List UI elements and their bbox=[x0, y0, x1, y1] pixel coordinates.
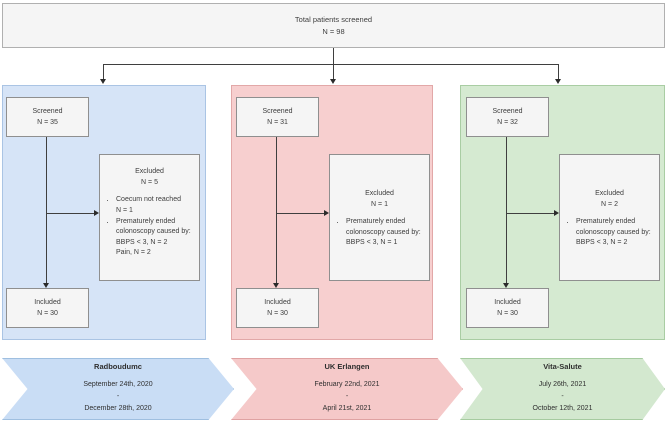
total-screened-box: Total patients screened N = 98 bbox=[2, 3, 665, 48]
site2-arrow-to-excluded-icon bbox=[324, 210, 329, 216]
connector-split-horizontal bbox=[103, 64, 559, 65]
site1-included-box: Included N = 30 bbox=[6, 288, 89, 328]
banner-date-separator: - bbox=[561, 393, 564, 401]
banner-end-date: October 12th, 2021 bbox=[532, 405, 593, 413]
banner-uk-erlangen-title: UK Erlangen bbox=[324, 362, 370, 372]
site2-excluded-box: Excluded N = 1 Prematurely ended colonos… bbox=[329, 154, 430, 281]
banner-radboudumc: Radboudumc September 24th, 2020 - Decemb… bbox=[2, 358, 234, 420]
site3-excluded-reasons: Prematurely ended colonoscopy caused by:… bbox=[560, 217, 659, 248]
site3-excluded-label: Excluded bbox=[595, 190, 624, 197]
banner-vita-salute-dates: July 26th, 2021 - October 12th, 2021 bbox=[533, 379, 593, 416]
site3-excluded-header: Excluded N = 2 bbox=[560, 155, 659, 210]
site3-arrow-to-excluded-icon bbox=[554, 210, 559, 216]
site2-excluded-label: Excluded bbox=[365, 190, 394, 197]
site3-excluded-count: N = 2 bbox=[601, 201, 618, 209]
site2-included-box: Included N = 30 bbox=[236, 288, 319, 328]
banner-uk-erlangen-dates: February 22nd, 2021 - April 21st, 2021 bbox=[315, 379, 380, 416]
site1-excluded-reason: Coecum not reached N = 1 bbox=[116, 195, 193, 216]
site1-included-label: Included bbox=[34, 298, 61, 306]
site1-excluded-header: Excluded N = 5 bbox=[100, 155, 199, 188]
arrow-down-right-icon bbox=[555, 79, 561, 84]
site1-excluded-label: Excluded bbox=[135, 168, 164, 175]
connector-branch-right bbox=[558, 64, 559, 79]
site2-flow-vertical bbox=[276, 137, 277, 285]
connector-trunk-vertical bbox=[333, 48, 334, 64]
banner-end-date: December 28th, 2020 bbox=[84, 405, 152, 413]
connector-branch-middle bbox=[333, 64, 334, 79]
banner-radboudumc-dates: September 24th, 2020 - December 28th, 20… bbox=[83, 379, 152, 416]
site3-flow-vertical bbox=[506, 137, 507, 285]
banner-vita-salute: Vita-Salute July 26th, 2021 - October 12… bbox=[460, 358, 665, 420]
banner-date-separator: - bbox=[345, 393, 349, 401]
site3-excluded-box: Excluded N = 2 Prematurely ended colonos… bbox=[559, 154, 660, 281]
banner-end-date: April 21st, 2021 bbox=[322, 405, 372, 413]
site3-included-box: Included N = 30 bbox=[466, 288, 549, 328]
site2-excluded-header: Excluded N = 1 bbox=[330, 155, 429, 210]
site2-excluded-count: N = 1 bbox=[371, 201, 388, 209]
site1-excluded-reasons: Coecum not reached N = 1 Prematurely end… bbox=[100, 195, 199, 258]
banner-radboudumc-title: Radboudumc bbox=[94, 362, 142, 372]
site2-excluded-reasons: Prematurely ended colonoscopy caused by:… bbox=[330, 217, 429, 248]
site3-excluded-reason: Prematurely ended colonoscopy caused by:… bbox=[576, 217, 653, 248]
site2-included-label: Included bbox=[264, 298, 291, 306]
site1-excluded-box: Excluded N = 5 Coecum not reached N = 1 … bbox=[99, 154, 200, 281]
arrow-down-middle-icon bbox=[330, 79, 336, 84]
site1-excluded-reason: Prematurely ended colonoscopy caused by:… bbox=[116, 217, 193, 258]
site3-included-label: Included bbox=[494, 298, 521, 306]
total-screened-label: Total patients screened bbox=[294, 14, 373, 24]
site1-included-count: N = 30 bbox=[37, 310, 58, 317]
total-screened-count: N = 98 bbox=[322, 26, 345, 36]
site3-screened-box: Screened N = 32 bbox=[466, 97, 549, 137]
banner-date-separator: - bbox=[116, 393, 120, 401]
site2-flow-horizontal bbox=[276, 213, 325, 214]
connector-branch-left bbox=[103, 64, 104, 79]
site2-arrow-to-included-icon bbox=[273, 283, 279, 288]
site2-screened-label: Screened bbox=[262, 107, 293, 115]
banner-vita-salute-title: Vita-Salute bbox=[543, 362, 582, 372]
banner-uk-erlangen: UK Erlangen February 22nd, 2021 - April … bbox=[231, 358, 463, 420]
site3-included-count: N = 30 bbox=[497, 310, 518, 317]
site1-arrow-to-excluded-icon bbox=[94, 210, 99, 216]
site1-excluded-count: N = 5 bbox=[141, 179, 158, 187]
site1-screened-count: N = 35 bbox=[37, 119, 58, 126]
site2-screened-box: Screened N = 31 bbox=[236, 97, 319, 137]
site1-screened-label: Screened bbox=[32, 107, 63, 115]
site1-arrow-to-included-icon bbox=[43, 283, 49, 288]
site1-screened-box: Screened N = 35 bbox=[6, 97, 89, 137]
arrow-down-left-icon bbox=[100, 79, 106, 84]
site3-flow-horizontal bbox=[506, 213, 555, 214]
site2-included-count: N = 30 bbox=[267, 310, 288, 317]
banner-start-date: July 26th, 2021 bbox=[538, 380, 587, 388]
site1-flow-horizontal bbox=[46, 213, 95, 214]
site1-flow-vertical bbox=[46, 137, 47, 285]
site3-screened-count: N = 32 bbox=[497, 119, 518, 126]
banner-start-date: February 22nd, 2021 bbox=[314, 380, 380, 388]
site2-excluded-reason: Prematurely ended colonoscopy caused by:… bbox=[346, 217, 423, 248]
site3-screened-label: Screened bbox=[492, 107, 523, 115]
site2-screened-count: N = 31 bbox=[267, 119, 288, 126]
site3-arrow-to-included-icon bbox=[503, 283, 509, 288]
banner-start-date: September 24th, 2020 bbox=[83, 380, 153, 388]
